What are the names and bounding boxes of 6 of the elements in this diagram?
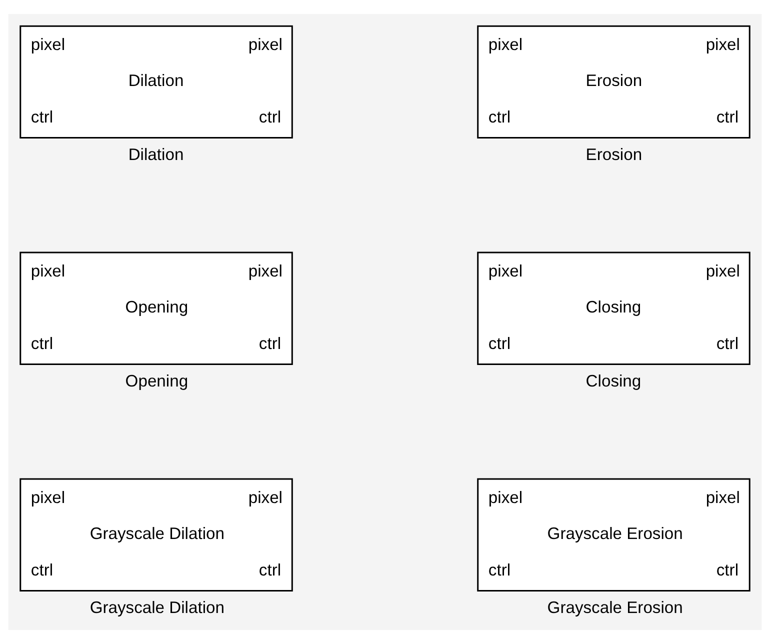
node-label: Erosion xyxy=(586,145,642,164)
node-label: Grayscale Erosion xyxy=(547,598,683,618)
node-label: Grayscale Dilation xyxy=(90,598,224,618)
node-label: Closing xyxy=(586,372,642,391)
node-label: Opening xyxy=(125,372,188,391)
node-label: Dilation xyxy=(128,145,184,164)
